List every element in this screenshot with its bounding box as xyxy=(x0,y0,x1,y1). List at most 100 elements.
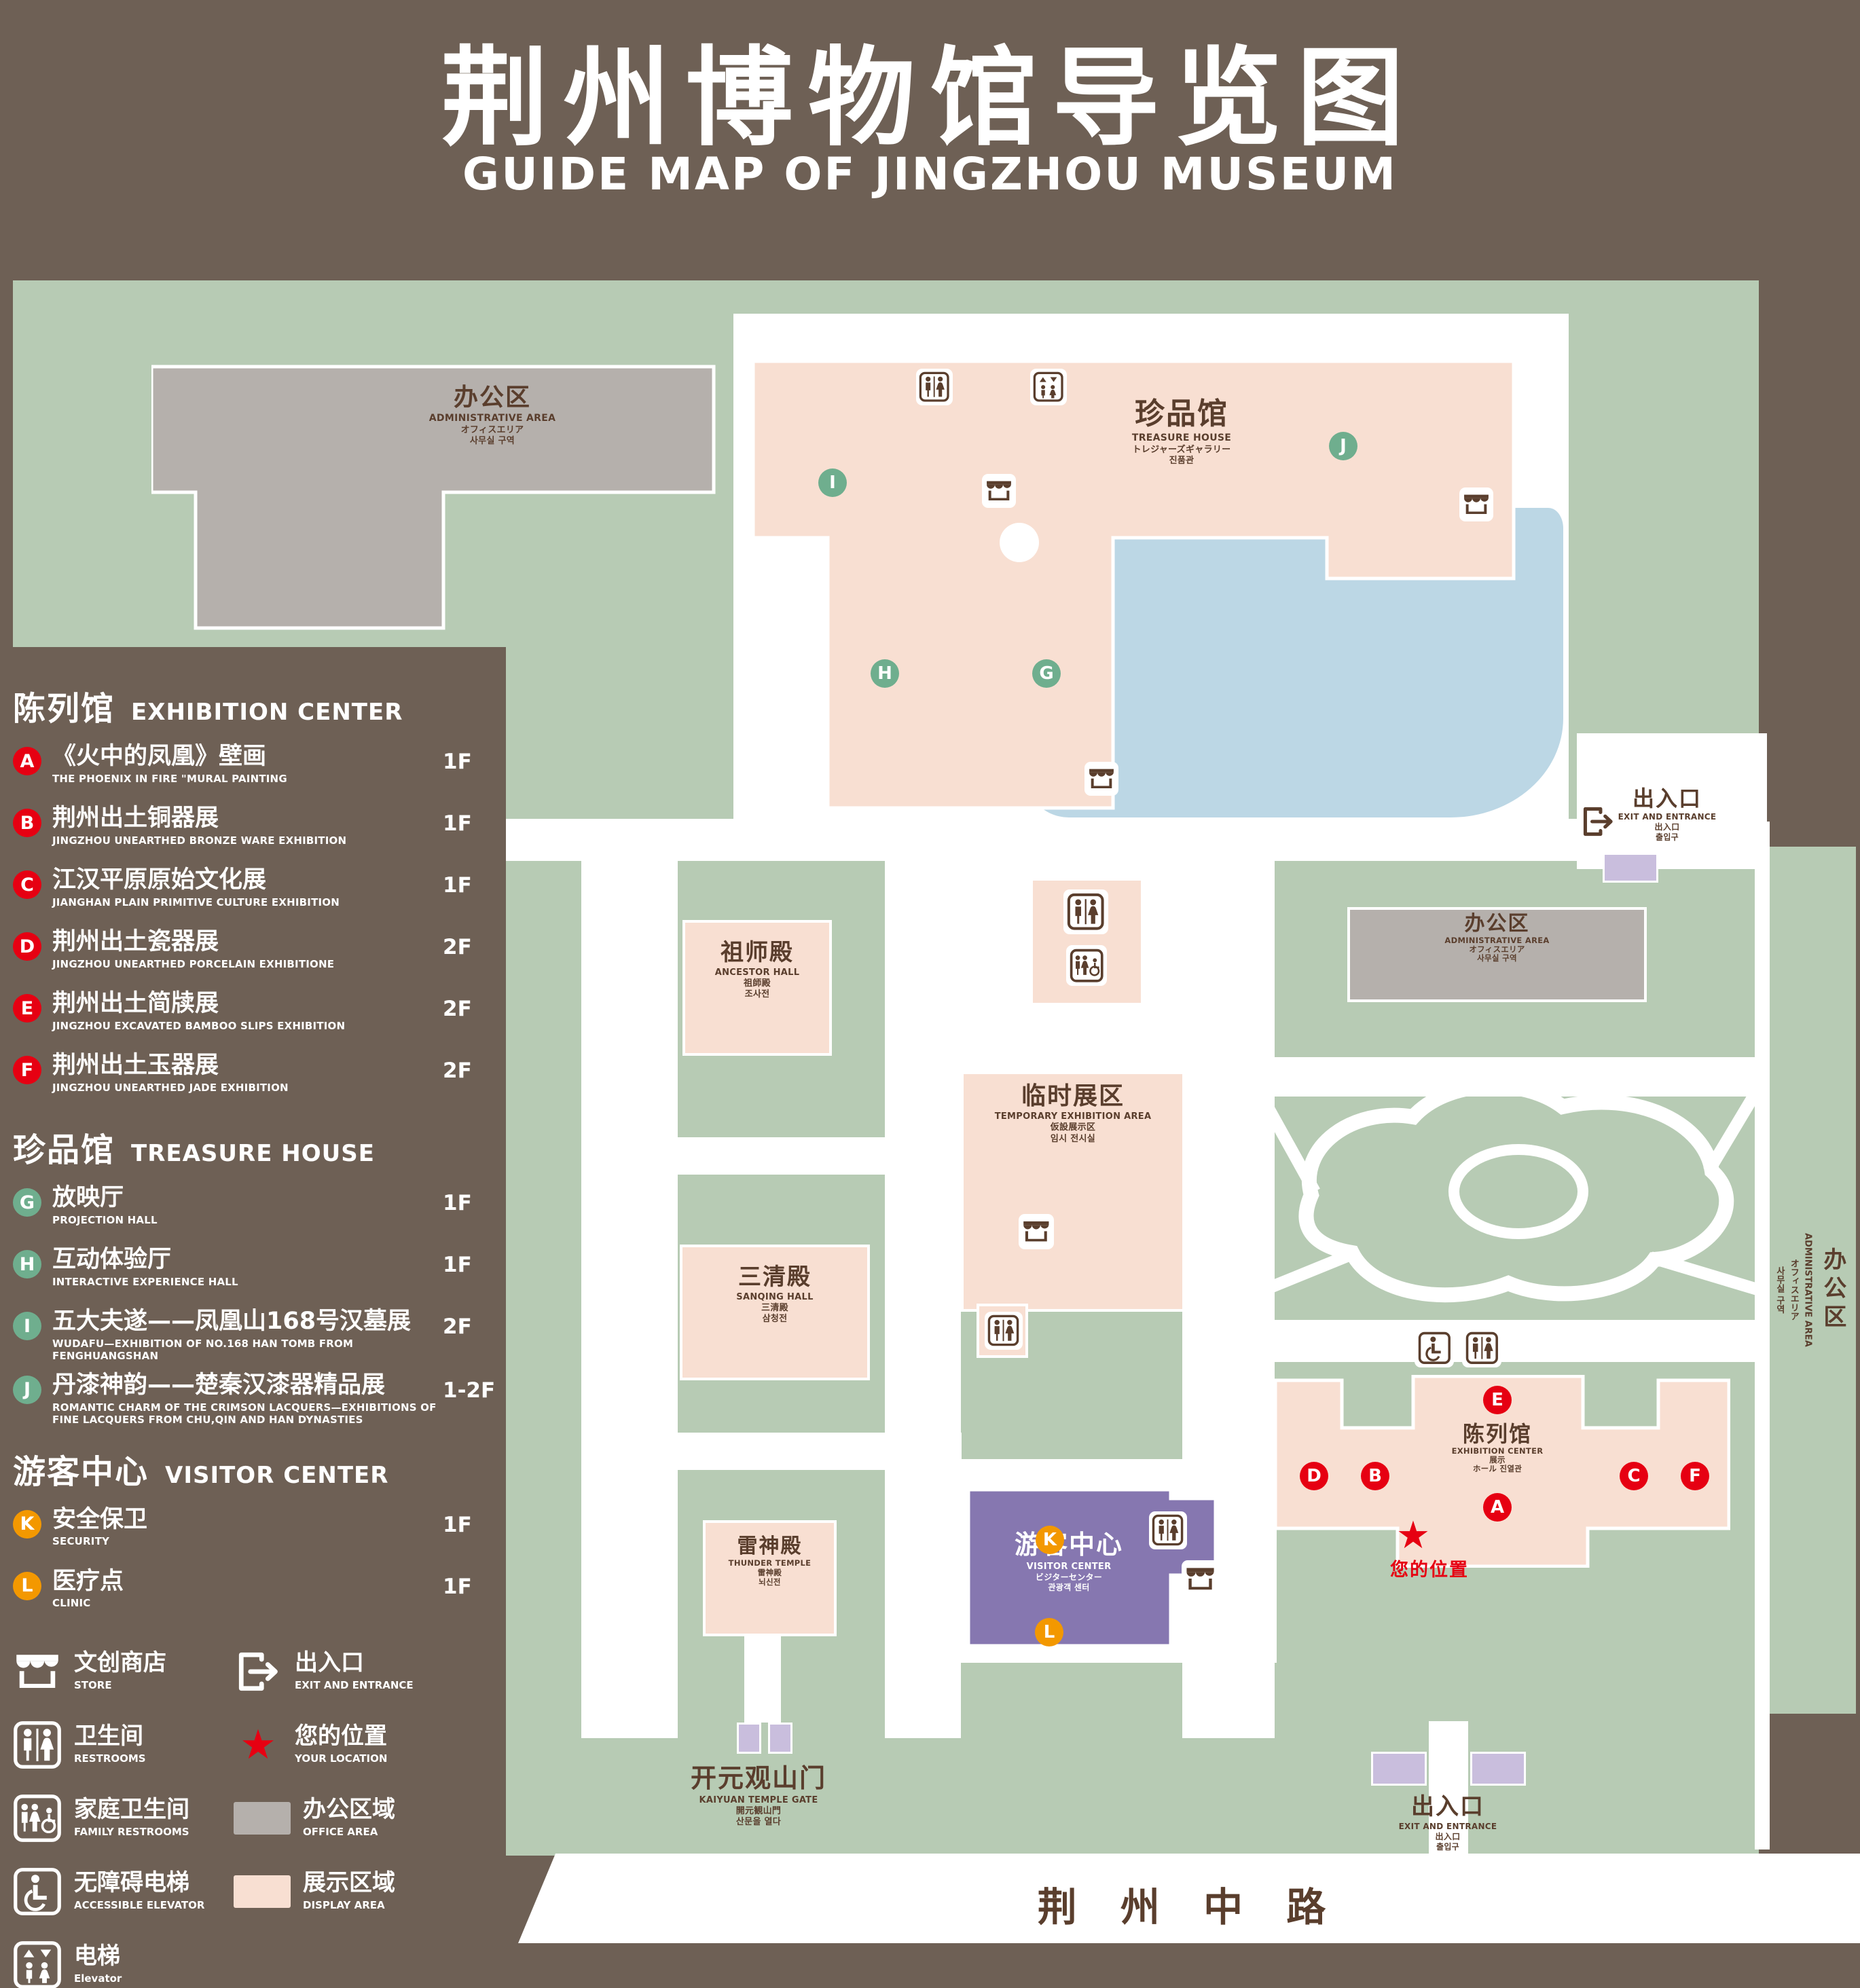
legend-your-location: ★ 您的位置 YOUR LOCATION xyxy=(234,1720,499,1769)
symbol-zh: 无障碍电梯 xyxy=(74,1869,189,1897)
item-title-en: PROJECTION HALL xyxy=(52,1213,158,1226)
item-title-zh: 荆州出土铜器展 xyxy=(52,805,219,832)
map-marker-B: B xyxy=(1361,1462,1389,1490)
map-marker-C: C xyxy=(1620,1462,1648,1490)
accessible-elevator-icon xyxy=(1415,1328,1454,1367)
poster-subtitle: GUIDE MAP OF JINGZHOU MUSEUM xyxy=(462,148,1398,200)
letter-badge: K xyxy=(13,1509,41,1539)
store-icon xyxy=(1182,1560,1220,1598)
restroom-icon xyxy=(916,369,953,405)
path-cross-2 xyxy=(581,1433,962,1470)
legend-item-a: A 《火中的凤凰》壁画 THE PHOENIX IN FIRE "MURAL P… xyxy=(13,739,499,799)
path-vertical-1 xyxy=(885,822,961,1738)
poster-title: 荆州博物馆导览图 xyxy=(441,36,1419,161)
legend-item-j: J 丹漆神韵——楚秦汉漆器精品展 ROMANTIC CHARM OF THE C… xyxy=(13,1367,499,1430)
road xyxy=(518,1854,1860,1943)
map-marker-L: L xyxy=(1035,1618,1063,1646)
location-star-icon: ★ xyxy=(240,1720,276,1769)
legend-display-area: 展示区域 DISPLAY AREA xyxy=(234,1867,499,1916)
map-green-admin-strip xyxy=(1767,847,1856,1714)
symbol-en: EXIT AND ENTRANCE xyxy=(295,1678,414,1691)
item-title-zh: 安全保卫 xyxy=(52,1505,148,1533)
item-floor: 1F xyxy=(443,1253,472,1277)
item-floor: 2F xyxy=(443,935,472,959)
letter-badge: L xyxy=(13,1571,41,1600)
admin-building-right xyxy=(1347,907,1647,1002)
elevator-icon xyxy=(1030,369,1067,405)
accessible-icon xyxy=(1066,945,1107,986)
gate-block xyxy=(768,1723,792,1754)
admin-strip-label: 办公区 ADMINISTRATIVE AREA オフィスエリア 사무실 구역 xyxy=(1774,1233,1846,1347)
symbol-zh: 家庭卫生间 xyxy=(74,1796,189,1824)
admin-building-topleft xyxy=(151,365,716,630)
symbol-en: YOUR LOCATION xyxy=(295,1752,388,1765)
map-marker-G: G xyxy=(1032,659,1061,688)
item-floor: 1F xyxy=(443,873,472,898)
restroom-icon xyxy=(13,1720,62,1769)
restroom-icon xyxy=(1149,1511,1187,1549)
symbol-en: OFFICE AREA xyxy=(303,1825,378,1838)
item-floor: 2F xyxy=(443,997,472,1021)
symbol-zh: 您的位置 xyxy=(295,1723,387,1750)
legend-item-c: C 江汉平原原始文化展 JIANGHAN PLAIN PRIMITIVE CUL… xyxy=(13,862,499,923)
item-floor: 1F xyxy=(443,1574,472,1599)
exit-top-right-label: 出入口 EXIT AND ENTRANCE 出入口 출입구 xyxy=(1618,786,1717,842)
item-title-zh: 《火中的凤凰》壁画 xyxy=(52,743,267,770)
entrance-block xyxy=(1470,1752,1526,1786)
letter-badge: D xyxy=(13,932,41,961)
legend-item-k: K 安全保卫 SECURITY 1F xyxy=(13,1502,499,1562)
display-area-swatch xyxy=(234,1875,291,1908)
store-icon xyxy=(1459,487,1493,521)
legend-item-h: H 互动体验厅 INTERACTIVE EXPERIENCE HALL 1F xyxy=(13,1242,499,1302)
accessible-elevator-icon xyxy=(13,1867,62,1916)
letter-badge: H xyxy=(13,1250,41,1278)
your-location-label: 您的位置 xyxy=(1390,1560,1469,1581)
item-title-zh: 医疗点 xyxy=(52,1567,124,1595)
sanqing-hall-building xyxy=(680,1245,870,1380)
visitor-center-label: 游客中心 VISITOR CENTER ビジターセンター 관광객 센터 xyxy=(1014,1530,1123,1592)
map-marker-D: D xyxy=(1300,1462,1328,1490)
exhibition-center-label: 陈列馆 EXHIBITION CENTER 展示 ホール 진열관 xyxy=(1451,1421,1544,1474)
item-title-en: JIANGHAN PLAIN PRIMITIVE CULTURE EXHIBIT… xyxy=(52,896,340,908)
legend-accessible-elevator: 无障碍电梯 ACCESSIBLE ELEVATOR xyxy=(13,1867,234,1916)
item-title-zh: 丹漆神韵——楚秦汉漆器精品展 xyxy=(52,1371,386,1399)
item-floor: 1-2F xyxy=(443,1378,496,1403)
legend-elevator: 电梯 Elevator xyxy=(13,1940,234,1988)
temporary-exhibition-label: 临时展区 TEMPORARY EXHIBITION AREA 仮設展示区 임시 … xyxy=(994,1082,1152,1144)
legend-office-area: 办公区域 OFFICE AREA xyxy=(234,1794,499,1843)
thunder-temple-building xyxy=(703,1520,837,1636)
legend-sidebar: 陈列馆 EXHIBITION CENTER A 《火中的凤凰》壁画 THE PH… xyxy=(13,682,499,1988)
item-floor: 2F xyxy=(443,1059,472,1083)
store-icon xyxy=(982,474,1016,508)
section-title-zh: 陈列馆 xyxy=(13,690,115,728)
section-header-exhibition-center: 陈列馆 EXHIBITION CENTER xyxy=(13,682,499,729)
symbol-en: Elevator xyxy=(74,1972,122,1985)
restroom-icon xyxy=(1063,889,1108,934)
map-marker-I: I xyxy=(818,468,847,497)
ancestor-hall-building xyxy=(682,920,832,1056)
item-title-en: JINGZHOU UNEARTHED JADE EXHIBITION xyxy=(52,1081,289,1094)
section-title-zh: 珍品馆 xyxy=(13,1131,115,1169)
item-floor: 1F xyxy=(443,750,472,774)
pond-round-plaza xyxy=(1000,523,1039,562)
symbols-legend: 文创商店 STORE 出入口 EXIT AND ENTRANCE 卫生间 RES… xyxy=(13,1647,499,1988)
map-marker-K: K xyxy=(1036,1526,1064,1554)
legend-restroom: 卫生间 RESTROOMS xyxy=(13,1720,234,1769)
kaiyuan-gate-label: 开元观山门 KAIYUAN TEMPLE GATE 開元観山門 산문을 열다 xyxy=(690,1763,826,1827)
section-title-en: VISITOR CENTER xyxy=(165,1461,389,1489)
symbol-zh: 文创商店 xyxy=(74,1649,166,1677)
plaza-exit-top-right xyxy=(1577,733,1767,869)
symbol-en: ACCESSIBLE ELEVATOR xyxy=(74,1898,205,1911)
store-icon xyxy=(1084,762,1118,796)
family-restroom-icon xyxy=(13,1794,62,1843)
section-title-en: EXHIBITION CENTER xyxy=(131,699,403,726)
item-floor: 1F xyxy=(443,1191,472,1215)
item-title-en: INTERACTIVE EXPERIENCE HALL xyxy=(52,1275,238,1288)
sanqing-hall-label: 三清殿 SANQING HALL 三清殿 삼청전 xyxy=(736,1264,814,1324)
thunder-temple-label: 雷神殿 THUNDER TEMPLE 雷神殿 뇌신전 xyxy=(728,1534,812,1587)
store-icon xyxy=(13,1647,62,1696)
treasure-house-building xyxy=(752,360,1516,810)
path-right-lower xyxy=(1273,1320,1767,1362)
symbol-en: DISPLAY AREA xyxy=(303,1898,385,1911)
